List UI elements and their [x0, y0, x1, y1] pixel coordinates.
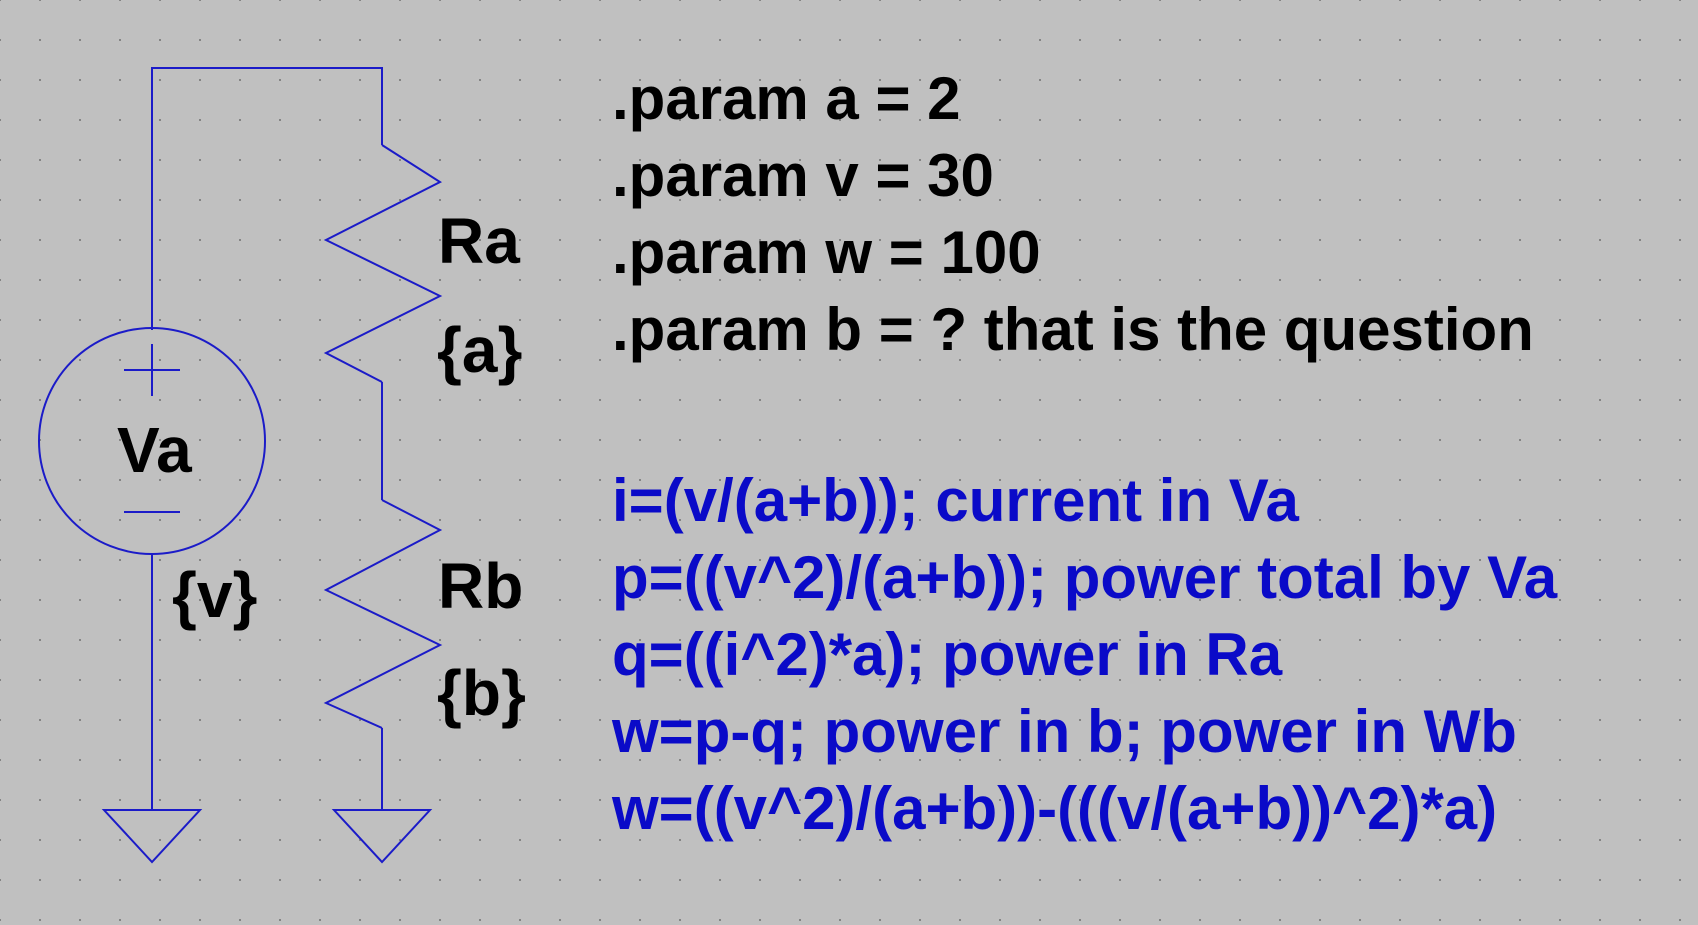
resistor-ra-value: {a} — [437, 314, 522, 386]
voltage-source-body — [38, 327, 266, 555]
top-wire[interactable] — [151, 67, 383, 330]
param-w-directive[interactable]: .param w = 100 — [612, 219, 1041, 286]
spice-directives[interactable]: .param a = 2 .param v = 30 .param w = 10… — [612, 60, 1534, 368]
resistor-ra-name: Ra — [438, 205, 520, 277]
source-name: Va — [117, 414, 192, 486]
equation-current[interactable]: i=(v/(a+b)); current in Va — [612, 467, 1299, 534]
resistor-rb-value: {b} — [437, 657, 526, 729]
source-value: {v} — [172, 559, 257, 631]
resistor-rb[interactable] — [323, 499, 443, 729]
equation-power-b[interactable]: w=p-q; power in b; power in Wb — [612, 698, 1517, 765]
ground-icon[interactable] — [331, 809, 433, 864]
equation-power-ra[interactable]: q=((i^2)*a); power in Ra — [612, 621, 1283, 688]
param-v-directive[interactable]: .param v = 30 — [612, 142, 994, 209]
equation-power-total[interactable]: p=((v^2)/(a+b)); power total by Va — [612, 544, 1558, 611]
param-b-directive[interactable]: .param b = ? that is the question — [612, 296, 1534, 363]
equation-w-expanded[interactable]: w=((v^2)/(a+b))-(((v/(a+b))^2)*a) — [612, 775, 1498, 842]
comment-equations[interactable]: i=(v/(a+b)); current in Va p=((v^2)/(a+b… — [612, 462, 1557, 847]
ground-icon[interactable] — [101, 809, 203, 864]
param-a-directive[interactable]: .param a = 2 — [612, 65, 961, 132]
resistor-ra[interactable] — [323, 144, 443, 383]
voltage-source-va[interactable] — [38, 327, 266, 555]
resistor-rb-name: Rb — [438, 550, 523, 622]
